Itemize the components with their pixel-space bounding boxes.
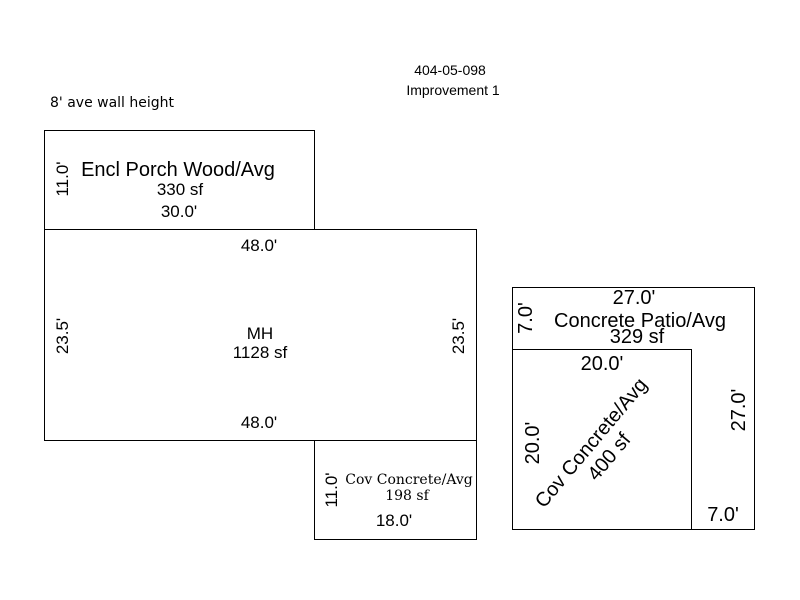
cov-concrete-small-area-value: 198 sf — [385, 488, 430, 504]
mh-area-value: 1128 sf — [233, 343, 288, 362]
mh-top-dimension: 48.0' — [241, 236, 277, 255]
patio-right-dimension: 27.0' — [728, 389, 750, 432]
cov-concrete-small-depth-dimension: 11.0' — [322, 472, 341, 507]
mh-label: MH — [247, 324, 273, 343]
wall-height-note: 8' ave wall height — [50, 95, 175, 111]
parcel-number: 404-05-098 — [414, 62, 486, 78]
cov-concrete-small-area: Cov Concrete/Avg 198 sf 18.0' 11.0' — [314, 440, 477, 540]
porch-outline — [44, 130, 315, 230]
cov-concrete-small-width-dimension: 18.0' — [376, 511, 412, 530]
porch-label: Encl Porch Wood/Avg — [81, 159, 275, 181]
patio-label: Concrete Patio/Avg — [554, 310, 726, 332]
cov-concrete-small-outline — [314, 440, 477, 540]
cov-concrete-small-label: Cov Concrete/Avg — [345, 472, 473, 488]
porch-depth-dimension: 11.0' — [53, 161, 72, 196]
mh-left-dimension: 23.5' — [53, 318, 72, 354]
mh-right-dimension: 23.5' — [449, 318, 468, 354]
patio-left-dimension: 7.0' — [515, 302, 537, 334]
mh-bottom-dimension: 48.0' — [241, 413, 277, 432]
cov-concrete-large-outline — [512, 349, 692, 530]
porch-area: Encl Porch Wood/Avg 330 sf 30.0' 11.0' — [44, 130, 315, 230]
improvement-label: Improvement 1 — [406, 82, 500, 98]
patio-top-dimension: 27.0' — [613, 287, 656, 309]
mh-outline — [44, 229, 477, 441]
patio-bottom-dimension: 7.0' — [707, 504, 739, 526]
cov-concrete-large-area: 20.0' 20.0' Cov Concrete/Avg 400 sf — [512, 349, 692, 530]
porch-width-dimension: 30.0' — [161, 202, 197, 221]
cov-concrete-large-left-dimension: 20.0' — [522, 422, 544, 465]
patio-area-value: 329 sf — [610, 326, 665, 348]
porch-area-value: 330 sf — [157, 180, 204, 199]
cov-concrete-large-top-dimension: 20.0' — [581, 353, 624, 375]
mh-area: 48.0' MH 1128 sf 48.0' 23.5' 23.5' — [44, 229, 477, 441]
